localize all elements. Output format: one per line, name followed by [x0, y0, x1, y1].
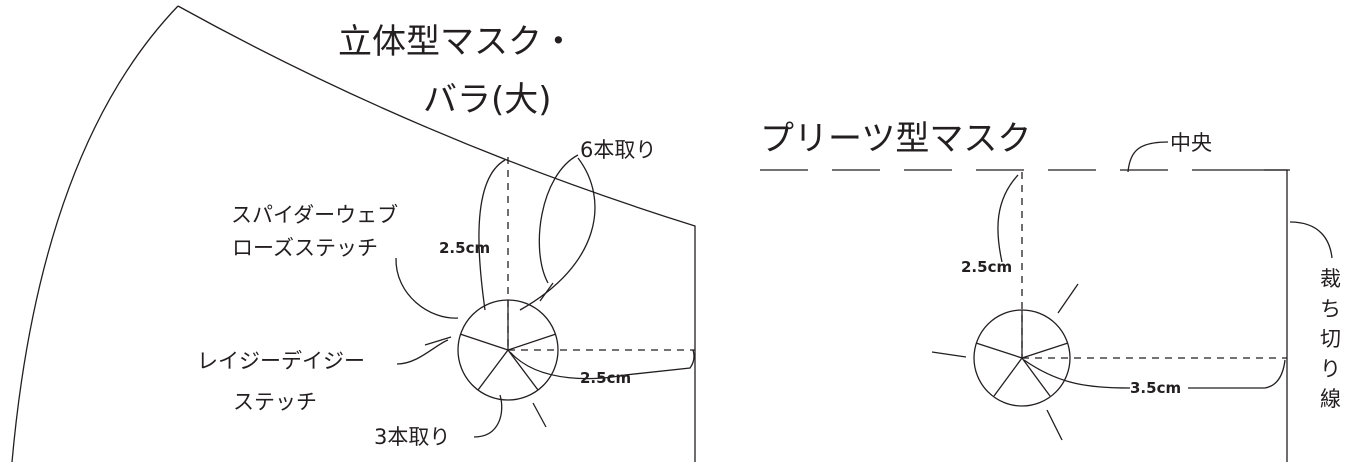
- dim-vertical-right: 2.5cm: [961, 258, 1012, 276]
- rose-spokes: [459, 300, 557, 391]
- left-title-line1: 立体型マスク・: [338, 22, 575, 62]
- dim-horizontal-right: 3.5cm: [1130, 379, 1181, 397]
- rose-stitch-right: [931, 283, 1079, 441]
- leader-center: [1127, 141, 1169, 173]
- left-title-line2: バラ(大): [423, 80, 552, 120]
- leader-6strand: [538, 154, 579, 284]
- leader-horizontal-dim-right-2: [1188, 359, 1286, 389]
- right-title: プリーツ型マスク: [760, 119, 1031, 159]
- cutline-char: 線: [1320, 387, 1341, 411]
- leader-horizontal-dim: [509, 349, 695, 380]
- label-3strand: 3本取り: [374, 425, 450, 449]
- label-spiderweb-line1: スパイダーウェブ: [231, 203, 398, 227]
- mask-top-edge: [177, 5, 696, 462]
- leader-cutline: [1289, 221, 1333, 259]
- leader-horizontal-dim-right: [1023, 359, 1131, 389]
- rose-spokes-right: [975, 310, 1069, 397]
- label-cutline: 裁 ち 切 り 線: [1320, 267, 1341, 411]
- leader-3strand: [473, 394, 503, 438]
- rose-stitch-left: [424, 282, 559, 428]
- cutline-char: ち: [1320, 297, 1341, 321]
- leader-6strand-2: [519, 157, 596, 311]
- mask-right-edge: [1240, 169, 1288, 462]
- cutline-char: り: [1320, 357, 1341, 381]
- lazy-daisy-petals: [424, 282, 554, 428]
- label-lazydaisy-line1: レイジーデイジー: [197, 349, 365, 373]
- mask-outer-curve: [11, 5, 179, 462]
- lazy-daisy-petals-right: [931, 283, 1079, 441]
- leader-lazydaisy: [396, 339, 449, 365]
- leader-vertical-dim: [478, 159, 506, 311]
- dim-horizontal-left: 2.5cm: [580, 369, 631, 387]
- leader-vertical-dim-right: [997, 174, 1019, 263]
- left-mask-pattern: 立体型マスク・ バラ(大) 6本取り スパイダーウェブ ローズステッチ 2.5c…: [11, 5, 696, 462]
- label-center: 中央: [1170, 131, 1212, 155]
- label-spiderweb-line2: ローズステッチ: [232, 236, 378, 260]
- label-6strand: 6本取り: [580, 138, 656, 162]
- label-lazydaisy-line2: ステッチ: [233, 390, 317, 414]
- dim-vertical-left: 2.5cm: [439, 239, 490, 257]
- cutline-char: 切: [1320, 327, 1341, 351]
- right-mask-pattern: プリーツ型マスク 中央 2.5cm 3.5cm 裁 ち 切 り 線: [760, 119, 1341, 462]
- cutline-char: 裁: [1320, 267, 1341, 291]
- leader-spiderweb: [395, 257, 459, 319]
